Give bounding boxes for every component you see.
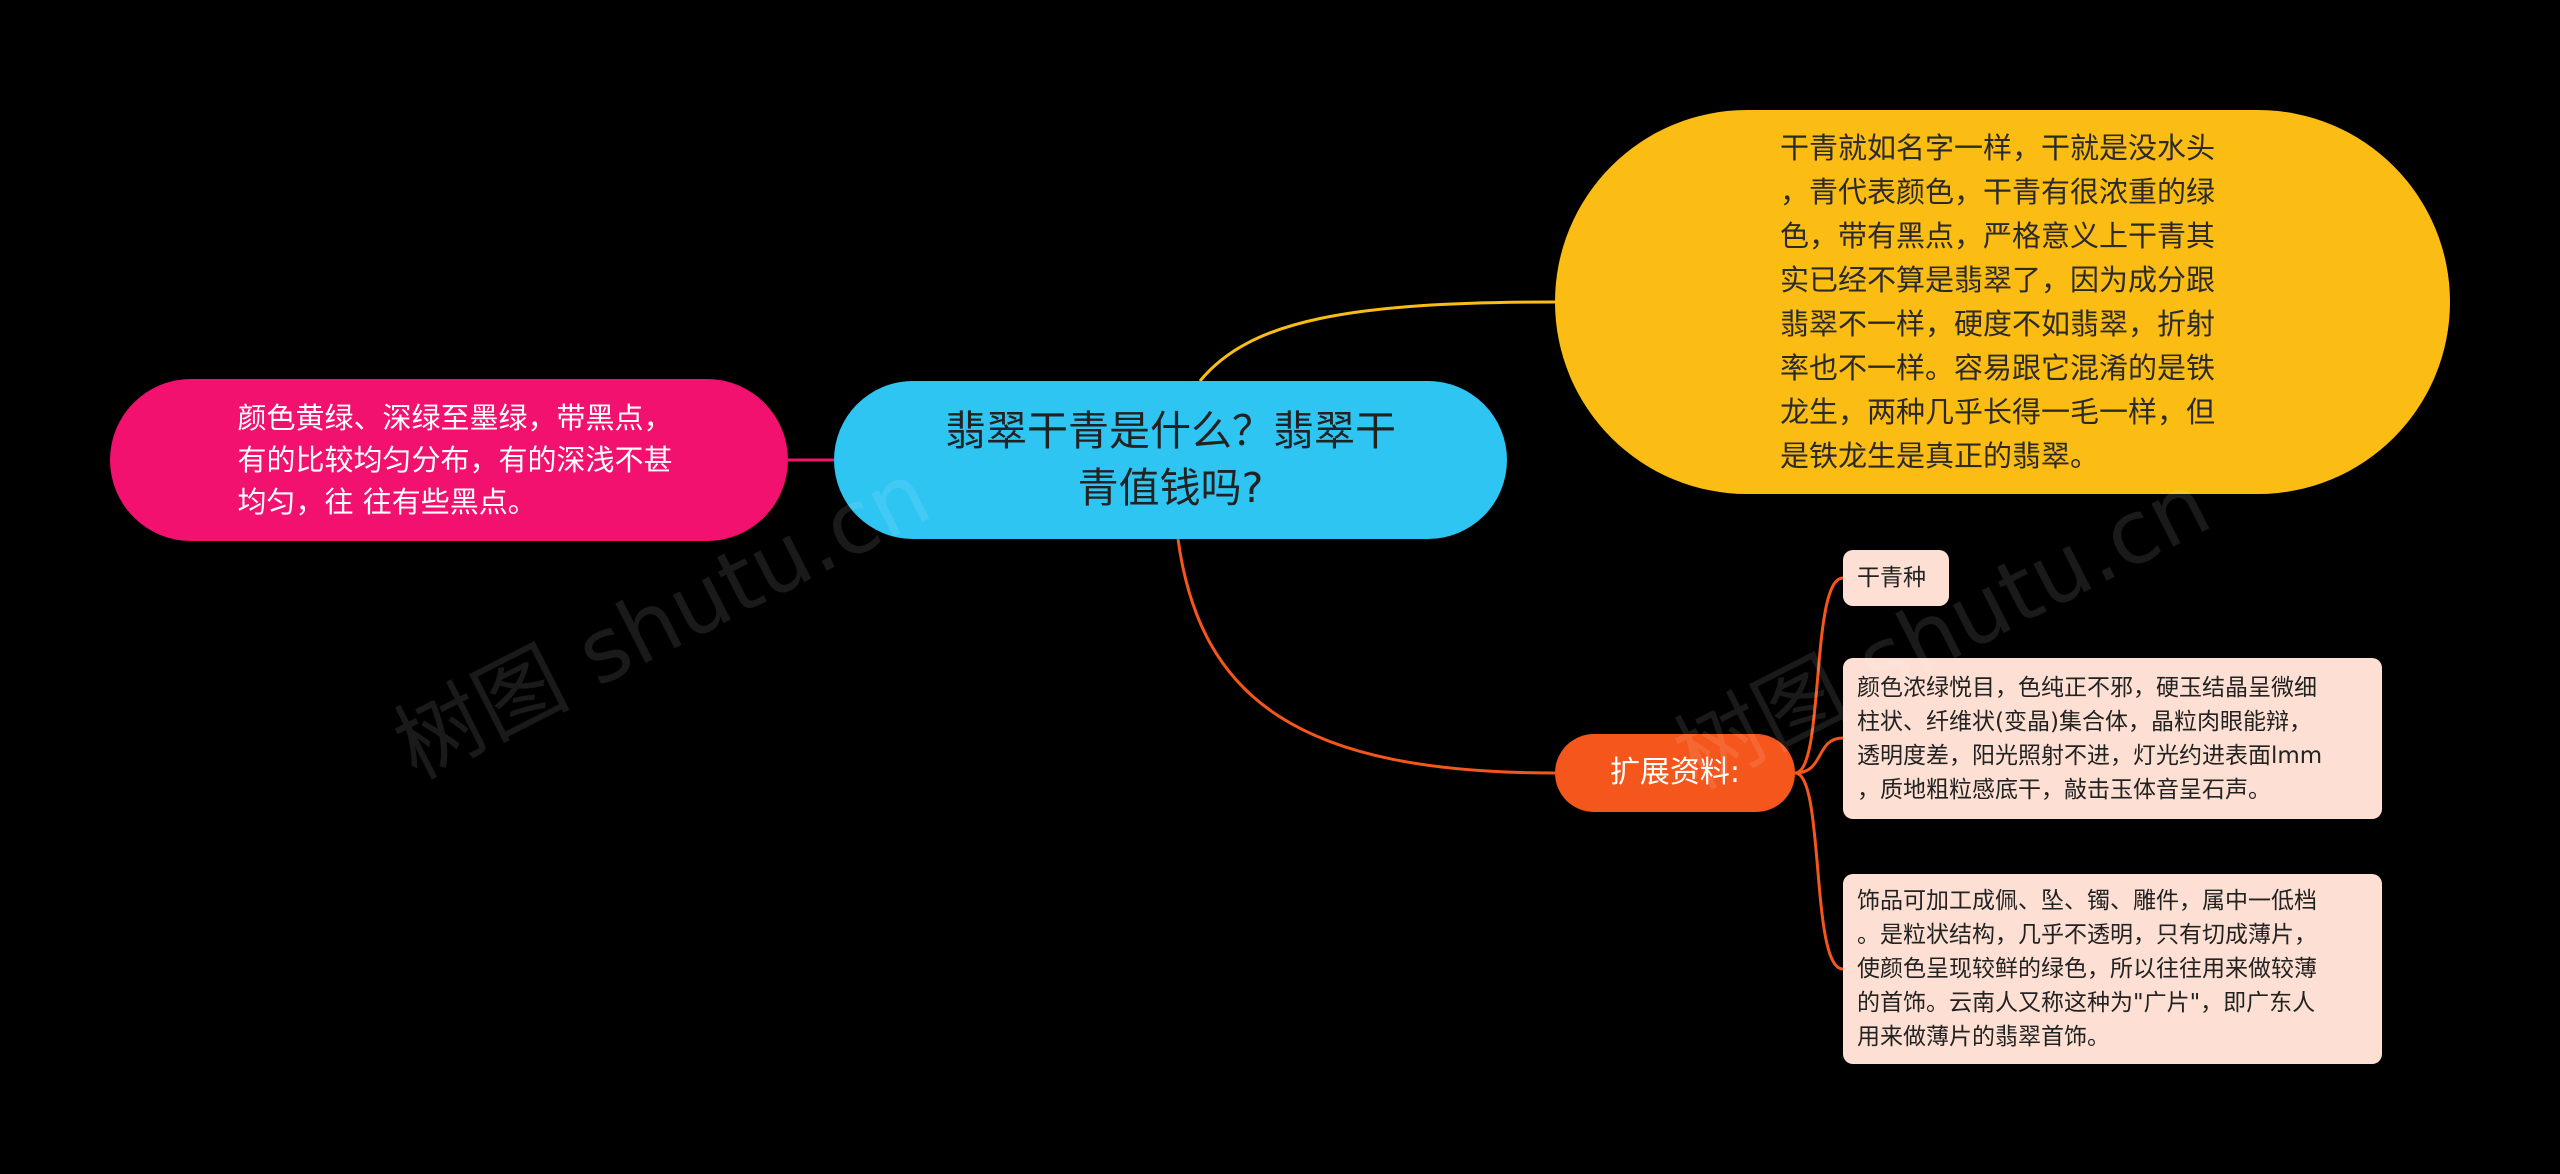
- topic-extension-label: 扩展资料:: [1609, 755, 1741, 790]
- topic-color-description[interactable]: 颜色黄绿、深绿至墨绿，带黑点， 有的比较均匀分布，有的深浅不甚 均匀，往 往有些…: [110, 379, 788, 541]
- leaf-usage[interactable]: 饰品可加工成佩、坠、镯、雕件，属中一低档 。是粒状结构，几乎不透明，只有切成薄片…: [1843, 874, 2382, 1064]
- edge-root-right: [1198, 300, 1556, 382]
- topic-color-description-label: 颜色黄绿、深绿至墨绿，带黑点， 有的比较均匀分布，有的深浅不甚 均匀，往 往有些…: [237, 401, 673, 519]
- root-topic-label: 翡翠干青是什么？翡翠干 青值钱吗?: [945, 407, 1396, 512]
- topic-extension[interactable]: 扩展资料:: [1555, 734, 1795, 812]
- topic-definition[interactable]: 干青就如名字一样，干就是没水头 ，青代表颜色，干青有很浓重的绿 色，带有黑点，严…: [1555, 110, 2450, 494]
- leaf-ganqing-type-label: 干青种: [1857, 565, 1926, 591]
- leaf-usage-label: 饰品可加工成佩、坠、镯、雕件，属中一低档 。是粒状结构，几乎不透明，只有切成薄片…: [1857, 888, 2317, 1050]
- root-topic[interactable]: 翡翠干青是什么？翡翠干 青值钱吗?: [834, 381, 1507, 539]
- leaf-properties[interactable]: 颜色浓绿悦目，色纯正不邪，硬玉结晶呈微细 柱状、纤维状(变晶)集合体，晶粒肉眼能…: [1843, 658, 2382, 819]
- edge-root-extension: [1176, 538, 1556, 775]
- topic-definition-label: 干青就如名字一样，干就是没水头 ，青代表颜色，干青有很浓重的绿 色，带有黑点，严…: [1779, 131, 2215, 473]
- edge-extension-leaf-1: [1794, 576, 1844, 775]
- edge-extension-leaf-2: [1794, 736, 1844, 775]
- edge-extension-leaf-3: [1794, 771, 1844, 971]
- leaf-ganqing-type[interactable]: 干青种: [1843, 550, 1949, 606]
- leaf-properties-label: 颜色浓绿悦目，色纯正不邪，硬玉结晶呈微细 柱状、纤维状(变晶)集合体，晶粒肉眼能…: [1857, 674, 2323, 803]
